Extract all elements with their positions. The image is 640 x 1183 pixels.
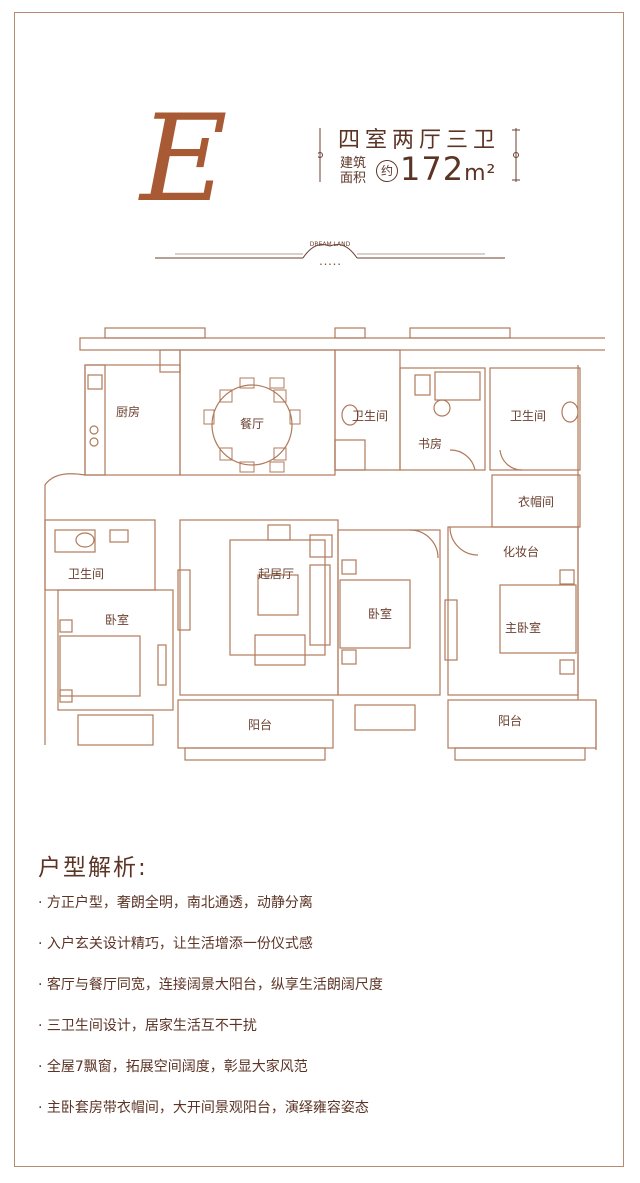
brand-text: DREAM LAND	[310, 241, 351, 248]
area-prefix: 约	[376, 160, 398, 182]
room-kitchen: 厨房	[116, 404, 140, 419]
svg-text:• • • • •: • • • • •	[319, 262, 340, 268]
brand-divider: DREAM LAND • • • • •	[155, 241, 505, 268]
analysis-list: · 方正户型，奢朗全明，南北通透，动静分离 · 入户玄关设计精巧，让生活增添一份…	[38, 893, 383, 1139]
room-balcony-left: 阳台	[248, 717, 272, 732]
area-label: 建筑 面积	[340, 156, 367, 186]
layout-title: 四室两厅三卫	[338, 128, 501, 153]
bedroom-mid-area	[337, 529, 441, 696]
area-value: 172m²	[400, 150, 497, 188]
room-study: 书房	[418, 436, 442, 451]
list-item: · 客厅与餐厅同宽，连接阔景大阳台，纵享生活朗阔尺度	[38, 977, 383, 993]
room-living: 起居厅	[258, 567, 294, 581]
bedroom-left-area	[57, 589, 174, 711]
logo-letter: E	[138, 90, 228, 215]
room-closet: 衣帽间	[518, 494, 554, 509]
room-balcony-right: 阳台	[498, 713, 522, 728]
study-area	[399, 367, 486, 471]
room-bedroom-mid: 卧室	[368, 606, 392, 621]
bath-right-area	[489, 367, 581, 471]
living-area	[179, 519, 339, 696]
room-bedroom-left: 卧室	[105, 612, 129, 627]
room-master: 主卧室	[505, 620, 541, 635]
room-vanity: 化妆台	[503, 544, 539, 559]
logo-e-icon: E	[138, 90, 228, 215]
analysis-title: 户型解析:	[38, 855, 148, 881]
floor-plan: 厨房 餐厅 卫生间 书房 卫生间 衣帽间 化妆台 卫生间 卧室 起居厅 卧室 主…	[44, 327, 605, 761]
room-bath-top: 卫生间	[352, 409, 388, 423]
title-ornament-icon	[318, 128, 520, 182]
title-box: 四室两厅三卫 建筑 面积 约 172m²	[318, 120, 524, 190]
list-item: · 方正户型，奢朗全明，南北通透，动静分离	[38, 895, 313, 911]
list-item: · 主卧套房带衣帽间，大开间景观阳台，演绎雍容姿态	[38, 1100, 369, 1116]
page-frame	[14, 12, 624, 1167]
room-bath-left: 卫生间	[68, 567, 104, 581]
room-dining: 餐厅	[240, 416, 264, 431]
list-item: · 全屋7飘窗，拓展空间阔度，彰显大家风范	[38, 1059, 308, 1075]
kitchen-area	[84, 364, 181, 476]
dining-area	[179, 349, 336, 476]
list-item: · 入户玄关设计精巧，让生活增添一份仪式感	[38, 936, 313, 952]
list-item: · 三卫生间设计，居家生活互不干扰	[38, 1018, 257, 1034]
room-bath-right: 卫生间	[510, 409, 546, 423]
